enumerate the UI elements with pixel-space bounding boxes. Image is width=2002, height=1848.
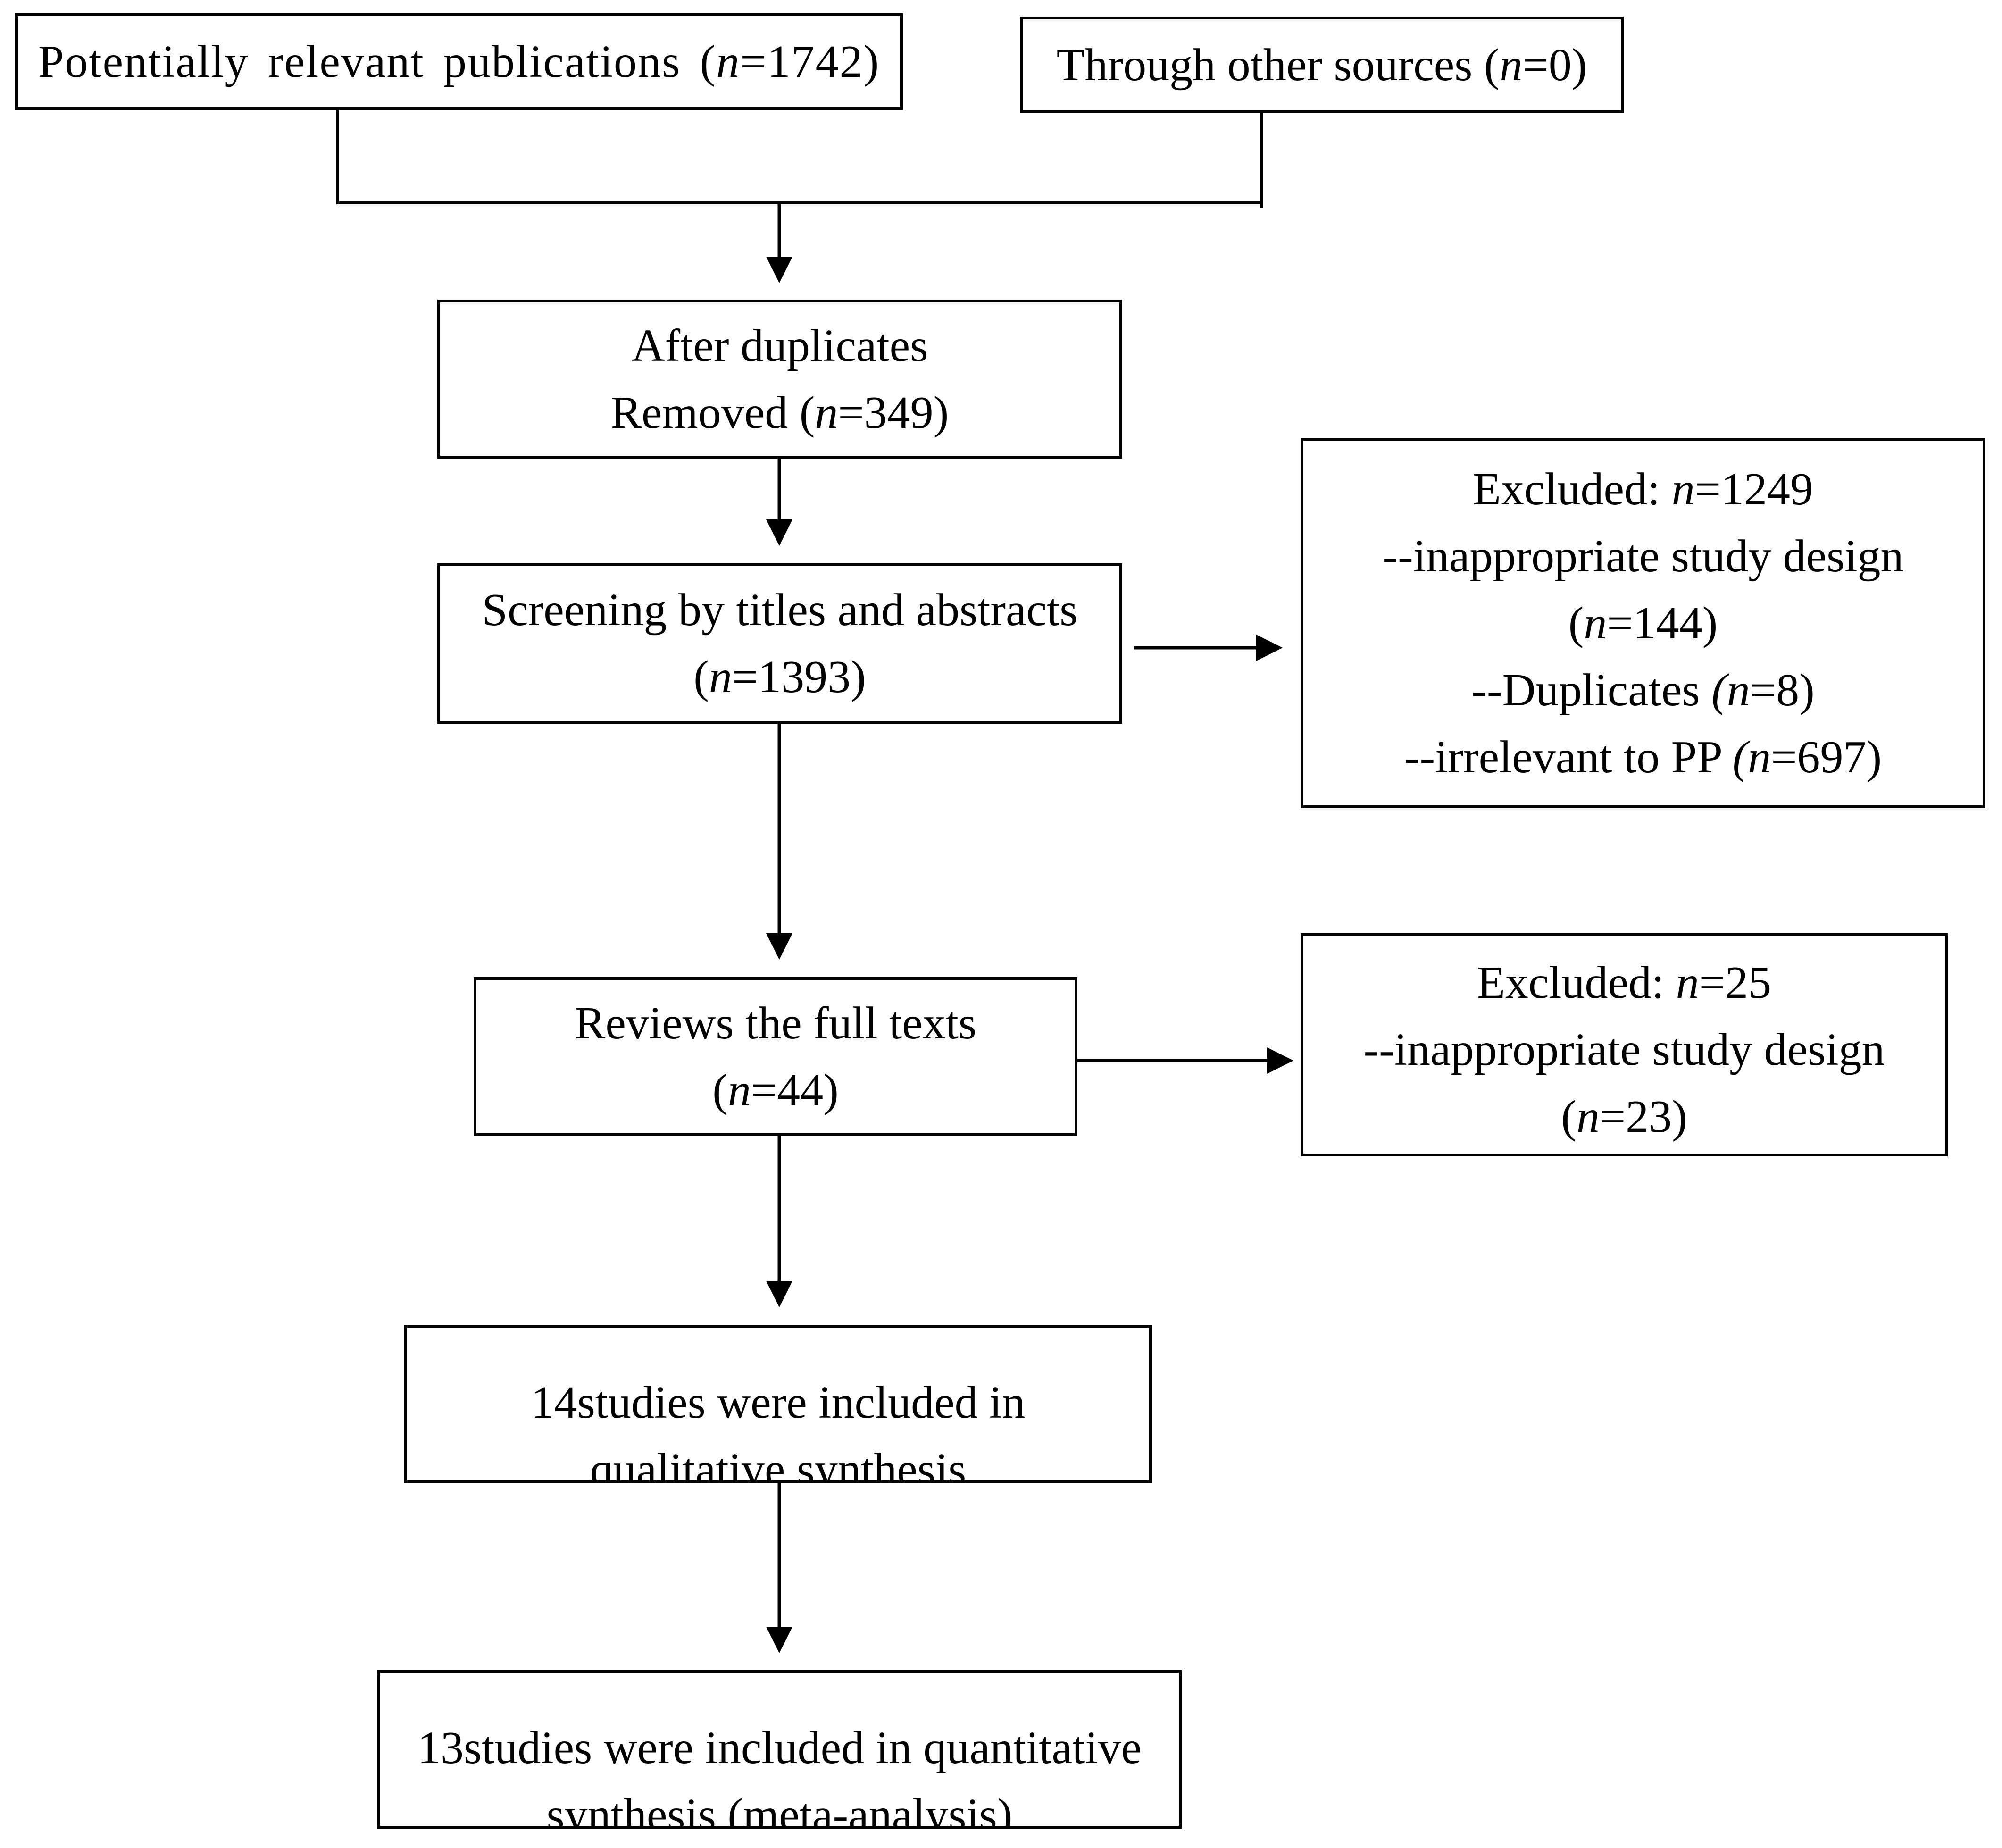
- reason-duplicates-paren: (: [1711, 664, 1727, 716]
- excluded-full-text-reason-design: --inappropriate study design: [1363, 1024, 1885, 1075]
- excluded-full-text-count: =25: [1699, 957, 1772, 1008]
- box-other-sources: Through other sources (n=0): [1020, 17, 1624, 113]
- reason-duplicates-n: n: [1727, 664, 1750, 716]
- excluded-full-text-reason-design-count: (n=23): [1561, 1083, 1687, 1150]
- reason-irrelevant-label: --irrelevant to PP: [1404, 731, 1733, 783]
- ft-reason-design-n: n: [1576, 1091, 1600, 1142]
- box-qualitative-synthesis: 14studies were included in qualitative s…: [404, 1325, 1152, 1483]
- reason-irrelevant-count: =697): [1771, 731, 1882, 783]
- duplicates-removed-n: n: [815, 387, 838, 438]
- screening-line2: (n=1393): [693, 644, 866, 711]
- quantitative-line1: 13studies were included in quantitative: [417, 1723, 1142, 1773]
- qualitative-line1: 14studies were included in: [531, 1377, 1026, 1428]
- excluded-screening-reason-duplicates: --Duplicates (n=8): [1471, 657, 1814, 724]
- database-sources-label: Potentially relevant publications: [38, 36, 681, 87]
- excluded-screening-reason-irrelevant: --irrelevant to PP (n=697): [1404, 724, 1882, 791]
- box-duplicates-removed: After duplicates Removed (n=349): [437, 300, 1122, 459]
- excluded-full-text-label: Excluded:: [1476, 957, 1676, 1008]
- reason-duplicates-count: =8): [1750, 664, 1815, 716]
- reason-design-n: n: [1584, 597, 1607, 649]
- screening-n: n: [709, 652, 732, 702]
- full-text-line1: Reviews the full texts: [575, 997, 976, 1049]
- box-quantitative-synthesis: 13studies were included in quantitative …: [377, 1670, 1182, 1829]
- screening-paren: (: [693, 652, 709, 702]
- box-screening: Screening by titles and abstracts (n=139…: [437, 563, 1122, 724]
- ft-reason-design-count: =23): [1599, 1091, 1687, 1142]
- box-excluded-screening: Excluded: n=1249 --inappropriate study d…: [1301, 438, 1985, 808]
- other-sources-count: =0): [1522, 39, 1587, 91]
- other-sources-label: Through other sources: [1056, 39, 1473, 91]
- quantitative-line2: synthesis (meta-analysis): [546, 1789, 1013, 1829]
- excluded-screening-reason-design: --inappropriate study design: [1382, 530, 1904, 582]
- database-sources-paren: (: [700, 36, 717, 87]
- box-full-text-review: Reviews the full texts (n=44): [474, 977, 1077, 1136]
- reason-irrelevant-n: n: [1748, 731, 1771, 783]
- other-sources-n: n: [1499, 39, 1523, 91]
- excluded-screening-label: Excluded:: [1472, 463, 1672, 515]
- screening-line1: Screening by titles and abstracts: [482, 585, 1078, 636]
- full-text-count: =44): [751, 1064, 839, 1116]
- excluded-screening-reason-design-count: (n=144): [1568, 590, 1718, 657]
- reason-design-paren: (: [1568, 597, 1584, 649]
- ft-reason-design-paren: (: [1561, 1091, 1577, 1142]
- reason-irrelevant-paren: (: [1732, 731, 1748, 783]
- other-sources-paren: (: [1484, 39, 1500, 91]
- qualitative-line2: qualitative synthesis: [590, 1444, 967, 1483]
- excluded-full-text-n: n: [1676, 957, 1699, 1008]
- duplicates-removed-line2: Removed (n=349): [611, 379, 949, 446]
- duplicates-removed-label: Removed (: [610, 387, 815, 438]
- database-sources-count: =1742): [740, 36, 880, 87]
- reason-duplicates-label: --Duplicates: [1471, 664, 1712, 716]
- full-text-n: n: [727, 1064, 751, 1116]
- reason-design-count: =144): [1607, 597, 1718, 649]
- full-text-paren: (: [712, 1064, 728, 1116]
- box-excluded-full-text: Excluded: n=25 --inappropriate study des…: [1301, 933, 1948, 1156]
- excluded-screening-title: Excluded: n=1249: [1473, 456, 1813, 523]
- other-sources-text: Through other sources (n=0): [1057, 32, 1587, 99]
- box-database-sources: Potentially relevant publications (n=174…: [15, 13, 903, 110]
- excluded-full-text-title: Excluded: n=25: [1477, 949, 1771, 1016]
- database-sources-text: Potentially relevant publications (n=174…: [38, 28, 880, 95]
- duplicates-removed-line1: After duplicates: [631, 320, 928, 371]
- excluded-screening-count: =1249: [1694, 463, 1814, 515]
- full-text-line2: (n=44): [712, 1057, 839, 1124]
- database-sources-n: n: [716, 36, 741, 87]
- excluded-screening-n: n: [1671, 463, 1695, 515]
- screening-count: =1393): [732, 652, 866, 702]
- duplicates-removed-count: =349): [838, 387, 949, 438]
